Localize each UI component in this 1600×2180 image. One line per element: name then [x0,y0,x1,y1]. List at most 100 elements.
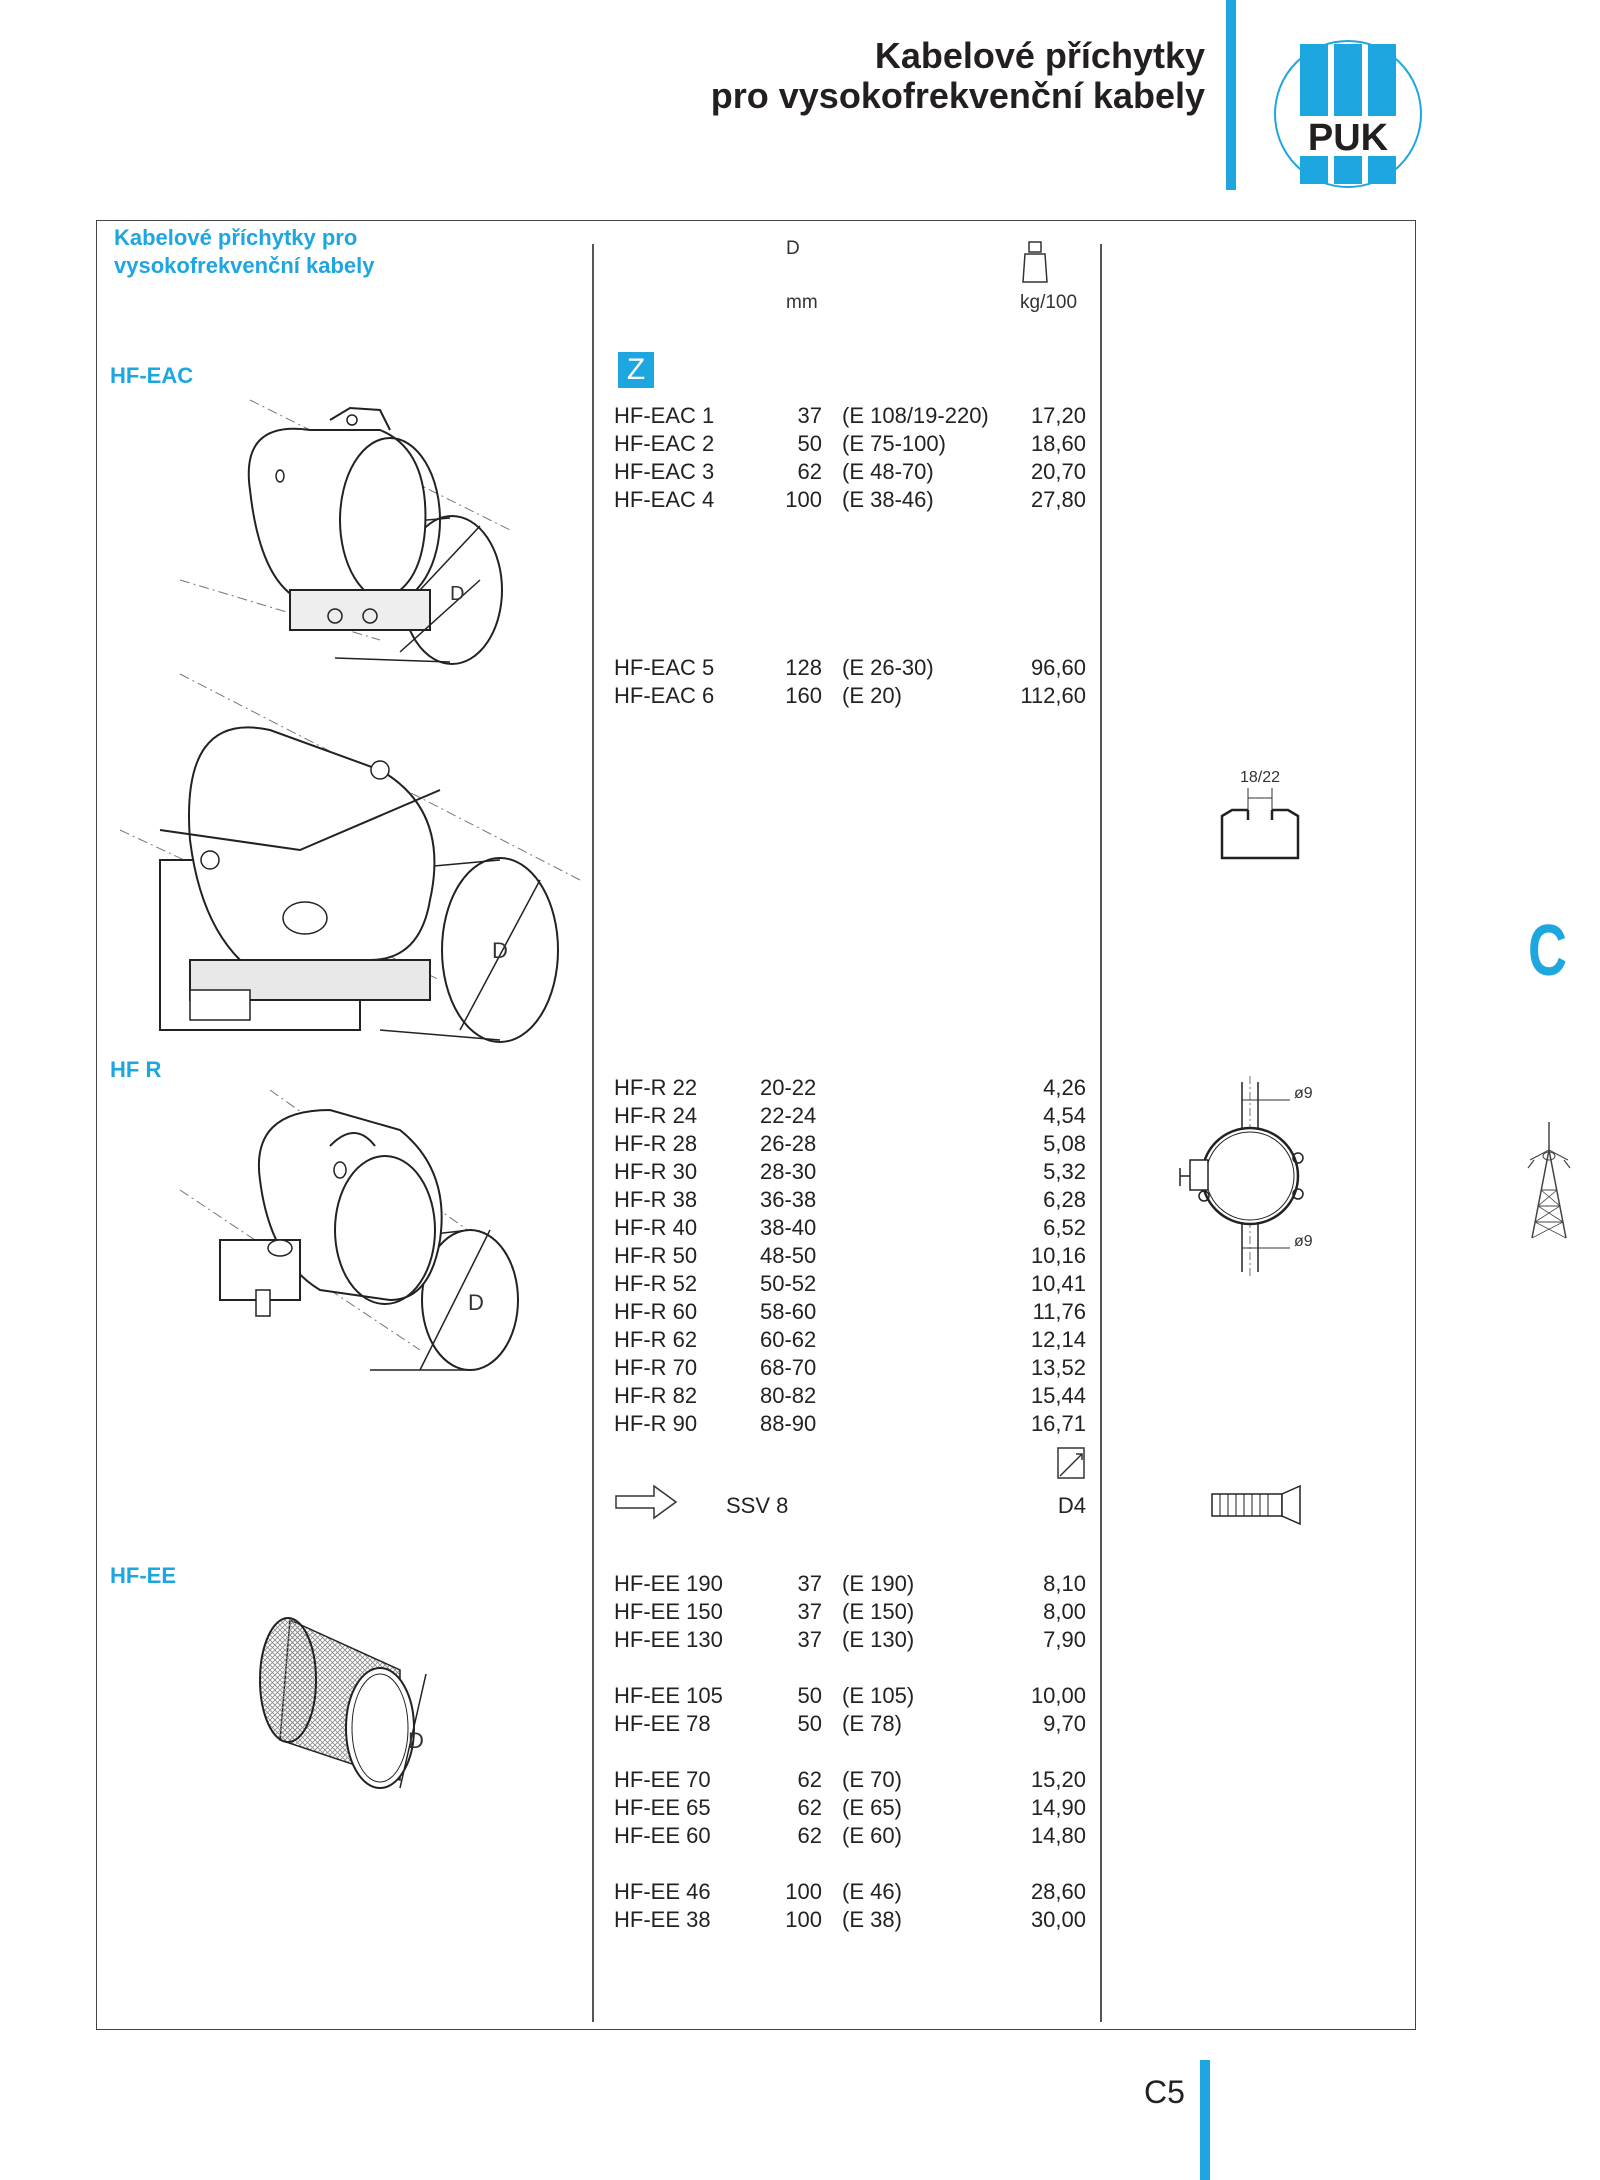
diameter-value: 37 [797,1571,822,1596]
weight-value: 6,28 [1043,1187,1086,1212]
diameter-range: 26-28 [760,1131,817,1156]
d-column-label: D [786,238,800,259]
product-code: HF-EE 60 [614,1823,711,1848]
cable-type: (E 108/19-220) [842,403,989,428]
cable-type: (E 60) [842,1823,902,1848]
weight-value: 8,10 [1043,1571,1086,1596]
product-code: HF-EAC 4 [614,487,715,512]
hf-eac-large-clamp-drawing: D [119,673,581,1043]
product-code: HF-R 40 [614,1215,698,1240]
diameter-range: 58-60 [760,1299,817,1324]
diameter-range: 20-22 [760,1075,817,1100]
product-code: HF-R 24 [614,1103,698,1128]
diameter-value: 160 [785,683,822,708]
header-accent-bar [1226,0,1236,190]
diameter-value: 128 [785,655,822,680]
section-heading: Kabelové příchytky pro vysokofrekvenční … [114,225,375,278]
page-title: Kabelové příchytky pro vysokofrekvenční … [711,36,1205,116]
product-code: HF-R 22 [614,1075,698,1100]
cable-type: (E 38) [842,1907,902,1932]
weight-value: 8,00 [1043,1599,1086,1624]
weight-value: 15,44 [1030,1383,1086,1408]
accessory-name: SSV 8 [726,1493,789,1518]
diameter-range: 60-62 [760,1327,817,1352]
section-label-hf-eac: HF-EAC [110,363,194,388]
weight-value: 10,41 [1030,1271,1086,1296]
rail-profile-drawing: 18/22 [1220,769,1300,860]
cable-type: (E 78) [842,1711,902,1736]
weight-value: 17,20 [1030,403,1086,428]
z-badge: Z [618,352,654,388]
hf-ee-drawing-label: D [408,1728,424,1753]
diameter-range: 38-40 [760,1215,817,1240]
title-line-2: pro vysokofrekvenční kabely [710,75,1205,116]
weight-value: 9,70 [1043,1711,1086,1736]
weight-value: 30,00 [1030,1907,1086,1932]
product-code: HF-R 90 [614,1411,698,1436]
diameter-value: 37 [797,1627,822,1652]
diameter-range: 28-30 [760,1159,817,1184]
weight-value: 5,08 [1043,1131,1086,1156]
weight-value: 13,52 [1030,1355,1086,1380]
diameter-range: 88-90 [760,1411,817,1436]
eac-drawing-label: D [450,583,464,605]
diameter-range: 80-82 [760,1383,817,1408]
product-code: HF-R 38 [614,1187,698,1212]
d-column-unit: mm [786,292,818,313]
diameter-value: 100 [785,1907,822,1932]
product-code: HF-EE 105 [614,1683,723,1708]
weight-icon [1022,241,1048,283]
product-code: HF-R 82 [614,1383,698,1408]
puk-logo: PUK [1274,40,1422,188]
product-code: HF-EAC 1 [614,403,715,428]
eac-large-drawing-label: D [492,938,508,963]
diameter-value: 50 [797,1683,822,1708]
column-divider-right [1100,244,1102,2022]
weight-value: 15,20 [1030,1767,1086,1792]
hf-ee-sleeve-drawing: D [259,1617,427,1789]
hole-label-top: ø9 [1294,1085,1313,1102]
arrow-right-icon [615,1484,678,1520]
rail-profile-label: 18/22 [1240,769,1280,786]
product-code: HF-EE 78 [614,1711,711,1736]
hole-label-bottom: ø9 [1294,1233,1313,1250]
weight-column-unit: kg/100 [1020,292,1078,313]
cable-type: (E 38-46) [842,487,934,512]
diameter-range: 50-52 [760,1271,817,1296]
cable-type: (E 70) [842,1767,902,1792]
product-code: HF-EAC 3 [614,459,715,484]
diameter-value: 100 [785,487,822,512]
cable-type: (E 65) [842,1795,902,1820]
accessory-size: D4 [1057,1493,1086,1518]
cable-type: (E 130) [842,1627,915,1652]
product-code: HF-R 28 [614,1131,698,1156]
diameter-value: 37 [797,403,822,428]
column-divider-left [592,244,594,2022]
diameter-range: 22-24 [760,1103,817,1128]
section-label-hf-r: HF R [110,1057,162,1082]
catalog-table-frame [96,220,1416,2030]
diameter-range: 36-38 [760,1187,817,1212]
product-code: HF-R 70 [614,1355,698,1380]
section-tab-letter: C [1528,911,1567,991]
product-code: HF-EAC 2 [614,431,715,456]
product-code: HF-EE 130 [614,1627,723,1652]
title-line-1: Kabelové příchytky [874,35,1205,76]
hf-r-side-view-drawing: ø9 ø9 [1179,1076,1313,1276]
cable-type: (E 150) [842,1599,915,1624]
weight-value: 12,14 [1030,1327,1086,1352]
product-code: HF-EE 65 [614,1795,711,1820]
weight-value: 11,76 [1032,1299,1086,1324]
weight-value: 16,71 [1030,1411,1086,1436]
weight-value: 7,90 [1043,1627,1086,1652]
product-code: HF-EE 46 [614,1879,711,1904]
weight-value: 10,16 [1030,1243,1086,1268]
diameter-value: 100 [785,1879,822,1904]
cable-type: (E 46) [842,1879,902,1904]
weight-value: 4,26 [1043,1075,1086,1100]
footer-accent-bar [1200,2060,1210,2180]
page-number: C5 [1144,2074,1185,2110]
cable-type: (E 26-30) [842,655,934,680]
cable-type: (E 75-100) [842,431,946,456]
diameter-value: 62 [797,1823,822,1848]
